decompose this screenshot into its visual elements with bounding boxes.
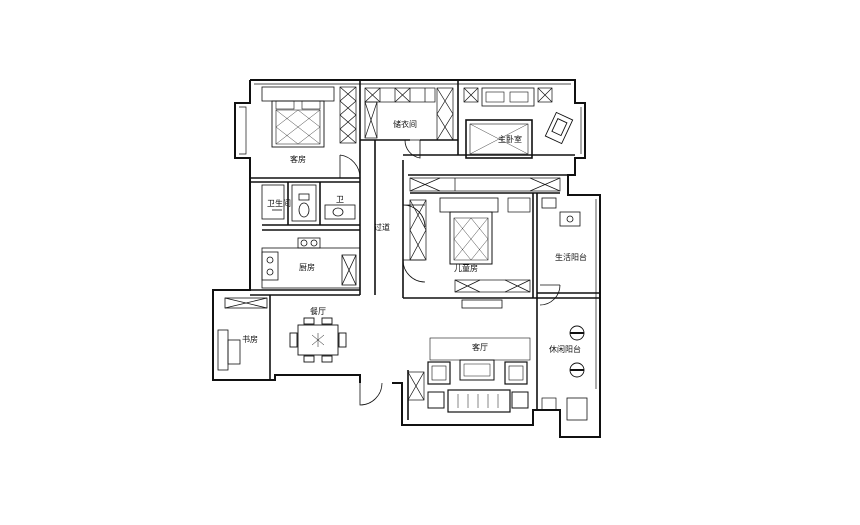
room-labels: 客房 储衣间 主卧室 卫生间 卫 过道 儿童房 厨房 生活阳台 餐厅 书房 客厅…: [242, 119, 587, 354]
study-furniture: [217, 297, 268, 371]
label-cloakroom: 储衣间: [393, 119, 417, 129]
living-side-cabinets: [407, 371, 557, 411]
second-bedroom-desk: [507, 197, 531, 213]
second-bedroom-wardrobe-top: [409, 177, 561, 192]
label-toilet: 卫: [336, 195, 344, 204]
interior-walls: [250, 80, 600, 420]
living-sofa-set: [427, 337, 531, 413]
label-utility-balcony: 生活阳台: [555, 252, 587, 262]
guest-wardrobe: [339, 86, 357, 144]
label-living-room: 客厅: [472, 342, 488, 352]
master-nightstands: [463, 87, 553, 103]
dining-table-set: [289, 317, 347, 363]
label-second-bedroom: 儿童房: [454, 263, 478, 273]
master-lounge-chair: [544, 111, 574, 145]
label-study: 书房: [242, 334, 258, 344]
label-dining-room: 餐厅: [310, 307, 326, 316]
second-bedroom-wardrobe-side: [409, 199, 531, 293]
label-corridor: 过道: [374, 222, 390, 232]
leisure-balcony-furniture: [566, 325, 588, 421]
label-leisure-balcony: 休闲阳台: [549, 344, 581, 354]
label-guest-bedroom: 客房: [290, 154, 306, 164]
exterior-wall-double-lines: [239, 83, 597, 389]
bathroom-fixtures: [261, 184, 356, 222]
guest-bed: [261, 86, 335, 148]
kitchen-counters: [261, 237, 361, 289]
master-bed: [465, 87, 535, 159]
label-kitchen: 厨房: [299, 262, 315, 272]
exterior-walls: [212, 79, 601, 438]
label-master-bedroom: 主卧室: [498, 134, 522, 144]
label-bathroom: 卫生间: [267, 198, 291, 208]
living-tv-cabinet: [461, 299, 503, 309]
utility-balcony-fixtures: [541, 197, 581, 227]
cloakroom-closets: [364, 87, 454, 141]
second-bed: [439, 197, 499, 265]
